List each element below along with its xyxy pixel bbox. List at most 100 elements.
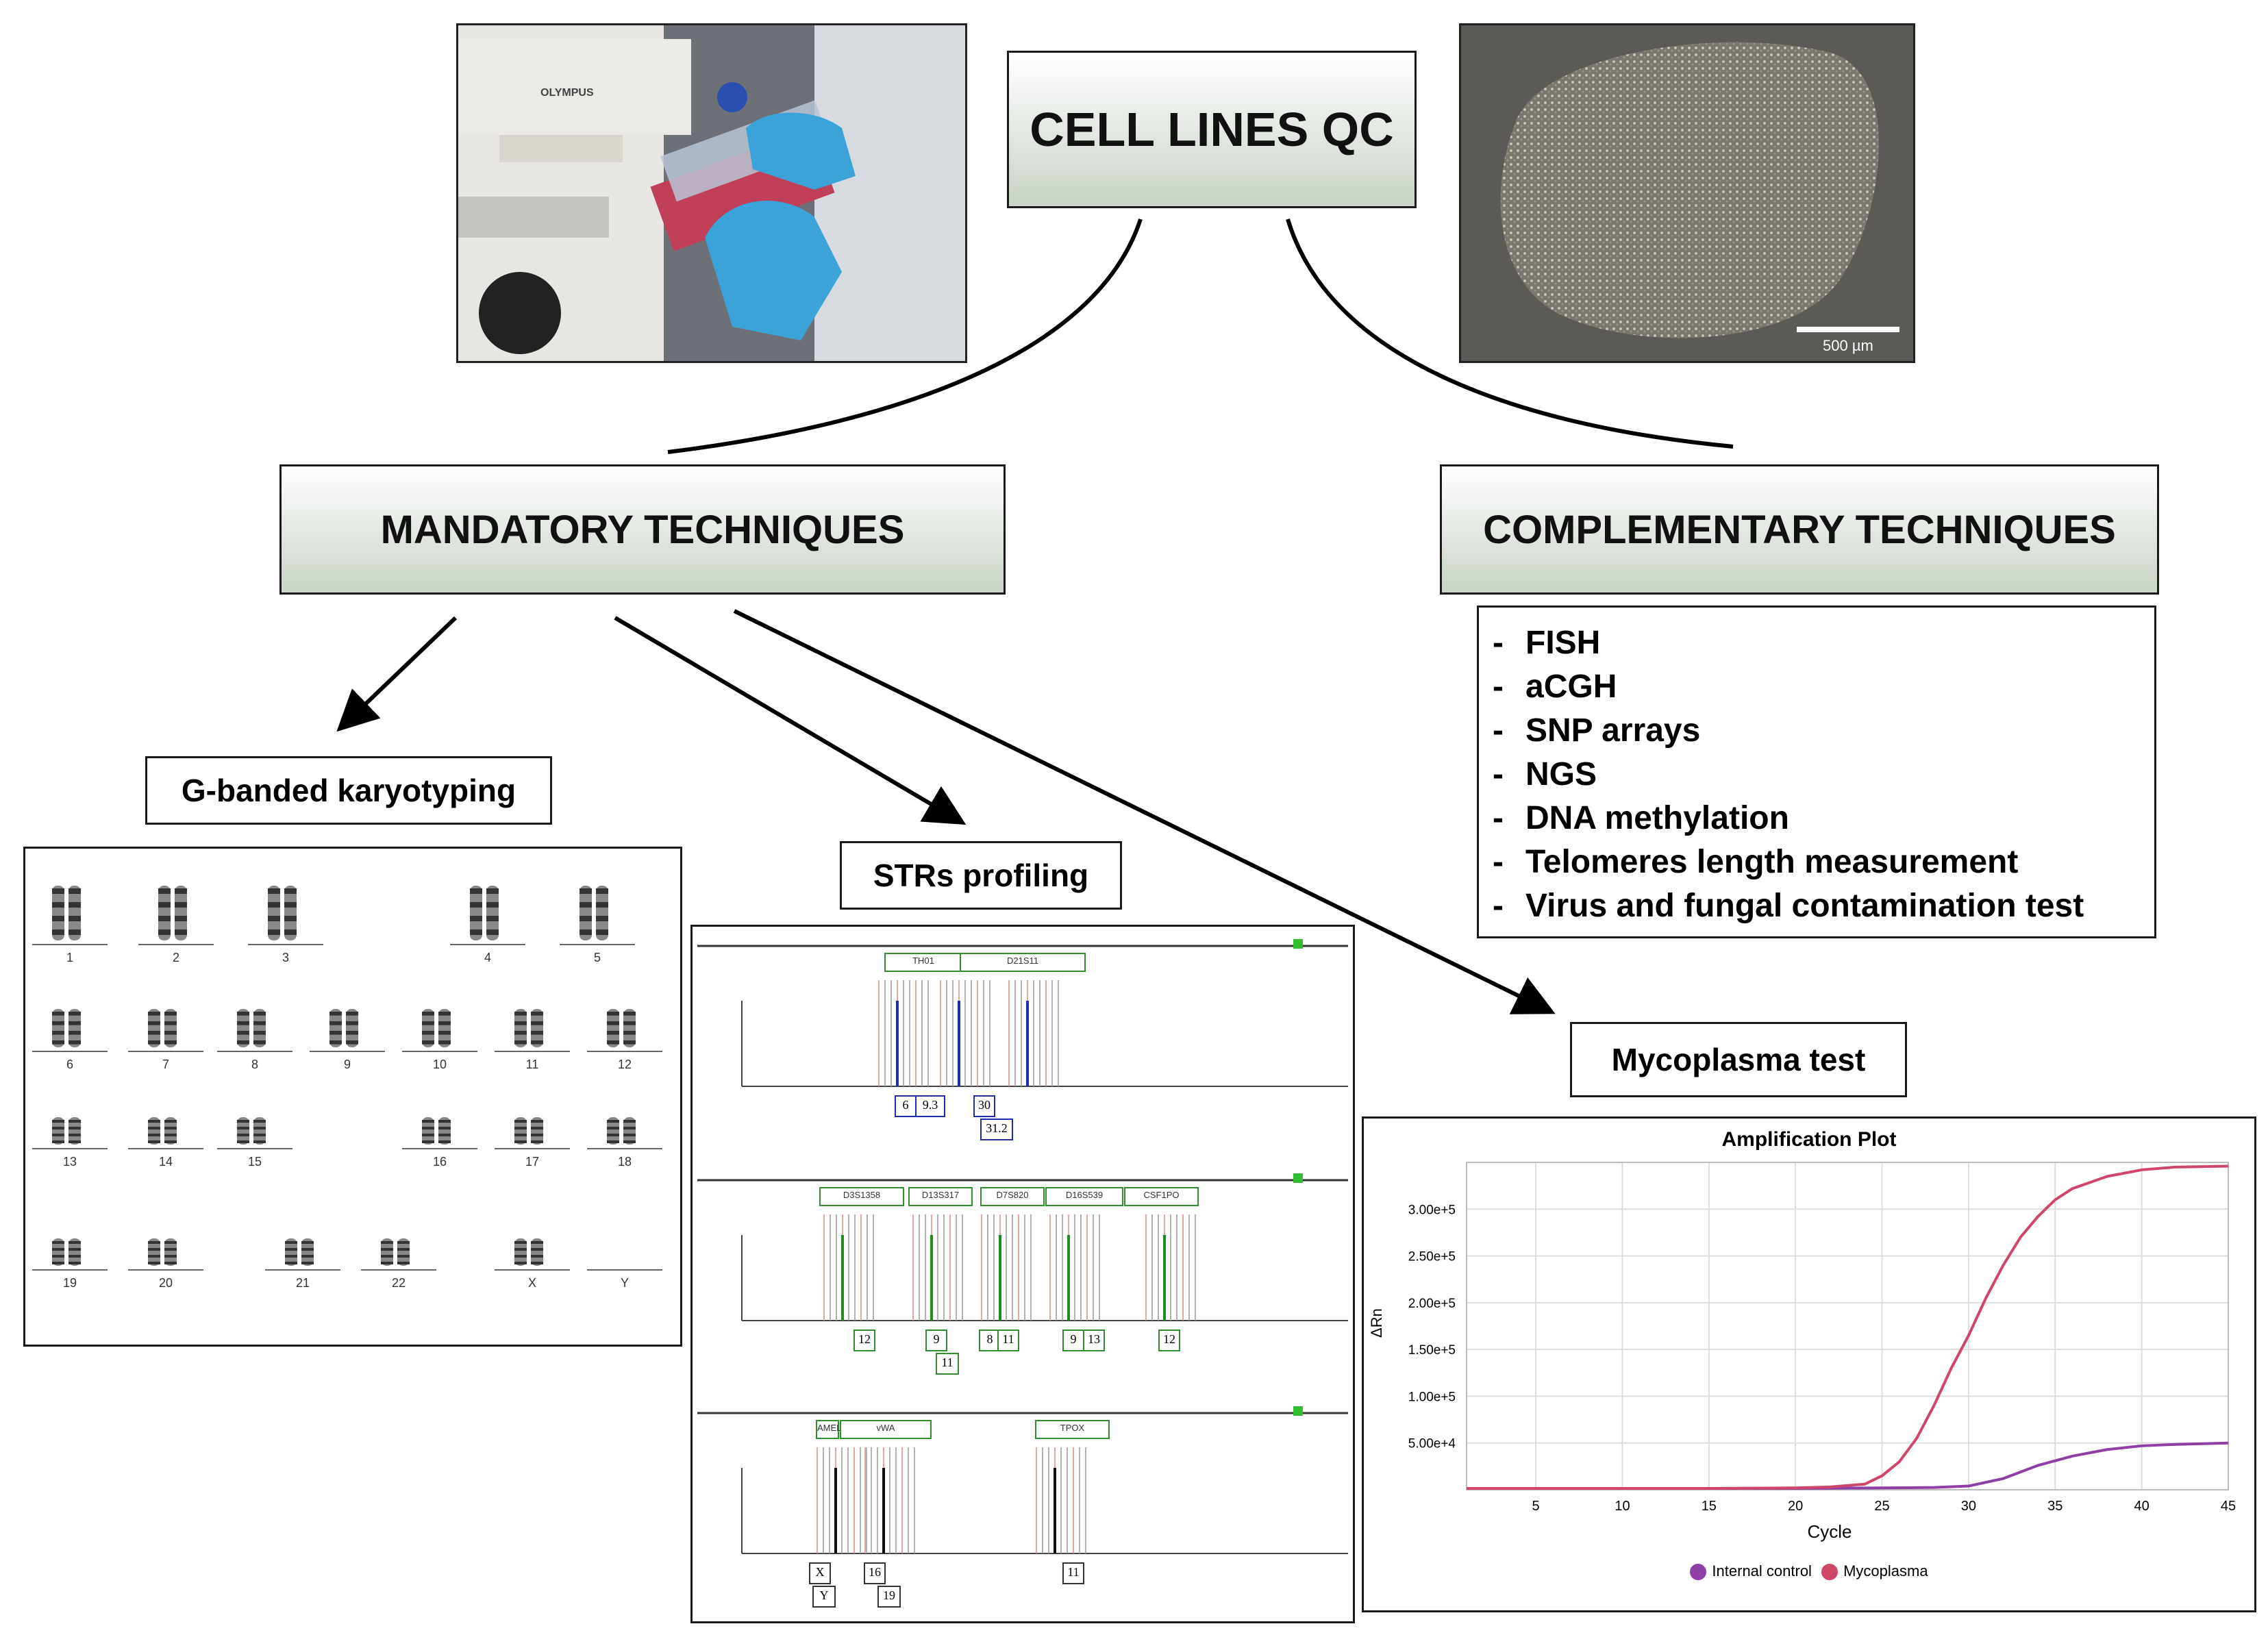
chromosome-band xyxy=(514,1021,527,1025)
chromosome-band xyxy=(237,1040,249,1045)
x-tick-label: 35 xyxy=(2047,1499,2063,1514)
chromosome xyxy=(52,886,64,940)
chromosome-pair: 8 xyxy=(217,1006,292,1072)
chromosome-number: 16 xyxy=(432,1155,447,1169)
chromosome-band xyxy=(580,929,592,935)
chromosome-band xyxy=(301,1241,314,1244)
chromosome-band xyxy=(470,929,482,935)
chromosome-band xyxy=(158,916,171,921)
allele-call: 11 xyxy=(936,1353,959,1375)
chromosome-band xyxy=(68,1134,81,1136)
chromosome-band xyxy=(531,1012,543,1016)
chromosome-band xyxy=(148,1031,160,1035)
chart-legend: Internal control Mycoplasma xyxy=(1364,1562,2254,1581)
allele-call: 11 xyxy=(1062,1562,1084,1584)
colony-photo: 500 µm xyxy=(1459,23,1915,363)
chromosome-band xyxy=(531,1248,543,1251)
chromosome xyxy=(285,1238,297,1266)
chromosome-band xyxy=(164,1031,177,1035)
chromosome xyxy=(486,886,499,940)
list-item: -FISH xyxy=(1493,625,1601,661)
chromosome-band xyxy=(607,1120,619,1123)
chromosome-band xyxy=(164,1012,177,1016)
chromosome-band xyxy=(381,1241,393,1244)
list-item: -DNA methylation xyxy=(1493,800,1789,836)
str-locus-label: D13S317 xyxy=(908,1187,973,1206)
allele-call: 11 xyxy=(997,1329,1019,1351)
chromosome-band xyxy=(164,1120,177,1123)
chromosome xyxy=(397,1238,410,1266)
chromosome-pair: 6 xyxy=(32,1006,108,1072)
chromosome-band xyxy=(285,1248,297,1251)
chromosome-band xyxy=(68,1127,81,1129)
chromosome-band xyxy=(52,1255,64,1258)
chromosome-band xyxy=(68,1012,81,1016)
chromosome-band xyxy=(253,1012,266,1016)
legend-dot-mycoplasma xyxy=(1821,1564,1839,1581)
chromosome xyxy=(68,1117,81,1145)
chromosome xyxy=(268,886,280,940)
chromosome-band xyxy=(397,1241,410,1244)
chromosome-band xyxy=(284,902,297,908)
complementary-list-box: -FISH -aCGH -SNP arrays -NGS -DNA methyl… xyxy=(1477,605,2156,938)
chromosome-band xyxy=(514,1248,527,1251)
chromosome xyxy=(237,1117,249,1145)
allele-call: 30 xyxy=(973,1095,995,1117)
chromosome xyxy=(422,1117,434,1145)
chromosome-band xyxy=(164,1040,177,1045)
complementary-label: COMPLEMENTARY TECHNIQUES xyxy=(1483,507,2116,552)
chromosome-band xyxy=(175,902,187,908)
chromosome-band xyxy=(607,1127,619,1129)
chromosome-band xyxy=(531,1262,543,1264)
chromosome-number: 12 xyxy=(617,1058,632,1071)
chromosome-band xyxy=(148,1248,160,1251)
chromosome-band xyxy=(514,1120,527,1123)
chromosome xyxy=(52,1009,64,1047)
chromosome-band xyxy=(253,1127,266,1129)
mycoplasma-label: Mycoplasma test xyxy=(1611,1042,1866,1077)
lab-photo: OLYMPUS xyxy=(456,23,967,363)
allele-call: Y xyxy=(812,1586,836,1608)
chromosome-band xyxy=(438,1140,451,1143)
x-tick-label: 25 xyxy=(1874,1499,1889,1514)
chromosome-band xyxy=(470,916,482,921)
chromosome xyxy=(531,1117,543,1145)
str-locus-label: D16S539 xyxy=(1045,1187,1123,1206)
str-locus-label: CSF1PO xyxy=(1124,1187,1199,1206)
mandatory-label: MANDATORY TECHNIQUES xyxy=(380,507,905,552)
chromosome-number: 15 xyxy=(247,1155,262,1169)
chromosome-band xyxy=(422,1140,434,1143)
chromosome-number: 22 xyxy=(391,1276,406,1290)
allele-call: 9 xyxy=(925,1329,947,1351)
chromosome-band xyxy=(52,929,64,935)
chromosome-band xyxy=(52,1262,64,1264)
chromosome-band xyxy=(158,902,171,908)
chromosome-band xyxy=(438,1127,451,1129)
chromosome xyxy=(301,1238,314,1266)
chromosome-number: 4 xyxy=(484,951,491,964)
chromosome xyxy=(381,1238,393,1266)
str-locus-label: D7S820 xyxy=(980,1187,1045,1206)
electropherogram xyxy=(697,939,1348,1087)
chromosome-band xyxy=(148,1241,160,1244)
chromosome-band xyxy=(164,1021,177,1025)
chromosome-band xyxy=(253,1134,266,1136)
y-tick-label: 3.00e+5 xyxy=(1408,1203,1456,1217)
str-label: STRs profiling xyxy=(873,858,1089,893)
chromosome-band xyxy=(623,1021,636,1025)
chromosome-band xyxy=(253,1140,266,1143)
chromosome xyxy=(514,1009,527,1047)
chromosome-band xyxy=(346,1031,358,1035)
chromosome-band xyxy=(68,1040,81,1045)
chromosome-band xyxy=(596,902,608,908)
page-title: CELL LINES QC xyxy=(1030,103,1394,156)
str-locus-label: vWA xyxy=(840,1420,932,1439)
chromosome-pair: 17 xyxy=(495,1114,570,1169)
chromosome-band xyxy=(68,1140,81,1143)
chromosome-band xyxy=(438,1012,451,1016)
x-tick-label: 15 xyxy=(1702,1499,1717,1514)
chromosome xyxy=(68,1009,81,1047)
chromosome-number: 19 xyxy=(62,1276,77,1290)
